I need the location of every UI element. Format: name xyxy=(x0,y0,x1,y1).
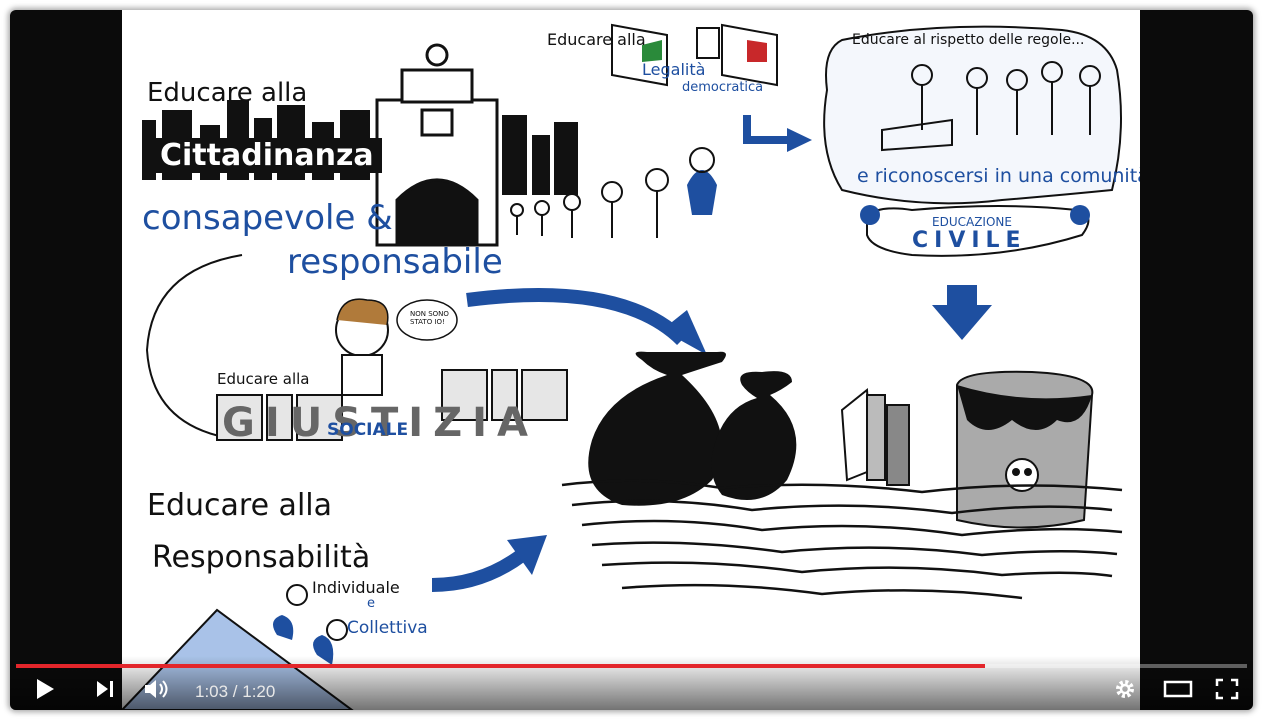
settings-icon xyxy=(1116,680,1134,698)
legalita-line2: Legalità xyxy=(642,60,706,79)
regole-line1: Educare al rispetto delle regole... xyxy=(852,32,1085,48)
next-button[interactable] xyxy=(90,674,120,704)
responsabilita-line3: Individuale xyxy=(312,578,400,597)
giustizia-sub: SOCIALE xyxy=(327,420,409,440)
regole-line2: e riconoscersi in una comunità xyxy=(857,165,1140,187)
play-button[interactable] xyxy=(30,674,60,704)
cittadinanza-line2: Cittadinanza xyxy=(152,138,382,173)
volume-icon xyxy=(145,680,168,698)
video-frame[interactable]: Educare alla Cittadinanza consapevole & … xyxy=(122,10,1140,710)
time-display: 1:03 / 1:20 xyxy=(195,682,276,701)
volume-button[interactable] xyxy=(140,674,174,704)
theater-mode-button[interactable] xyxy=(1160,674,1196,704)
theater-icon xyxy=(1163,680,1193,698)
fullscreen-button[interactable] xyxy=(1210,674,1244,704)
cittadinanza-line4: responsabile xyxy=(287,242,503,282)
play-icon xyxy=(37,679,54,699)
regole-badge-top: EDUCAZIONE xyxy=(932,215,1012,229)
video-player[interactable]: Educare alla Cittadinanza consapevole & … xyxy=(10,10,1253,710)
settings-button[interactable] xyxy=(1110,674,1140,704)
progress-bar[interactable] xyxy=(16,664,1247,668)
cittadinanza-line1: Educare alla xyxy=(147,78,308,108)
responsabilita-line4: e xyxy=(367,596,375,611)
responsabilita-line5: Collettiva xyxy=(347,618,428,638)
responsabilita-line1: Educare alla xyxy=(147,488,332,523)
next-icon xyxy=(97,681,113,697)
responsabilita-line2: Responsabilità xyxy=(152,540,371,575)
legalita-line1: Educare alla xyxy=(547,30,646,49)
whiteboard-illustration xyxy=(122,23,1123,710)
regole-badge-bottom: CIVILE xyxy=(912,228,1027,253)
giustizia-word: GIUSTIZIA xyxy=(222,400,539,446)
legalita-line3: democratica xyxy=(682,80,764,95)
speech-bubble-text: NON SONO STATO IO! xyxy=(410,310,449,326)
progress-fill xyxy=(16,664,986,668)
fullscreen-icon xyxy=(1215,678,1239,700)
giustizia-line1: Educare alla xyxy=(217,370,310,388)
cittadinanza-line3: consapevole & xyxy=(142,198,393,238)
